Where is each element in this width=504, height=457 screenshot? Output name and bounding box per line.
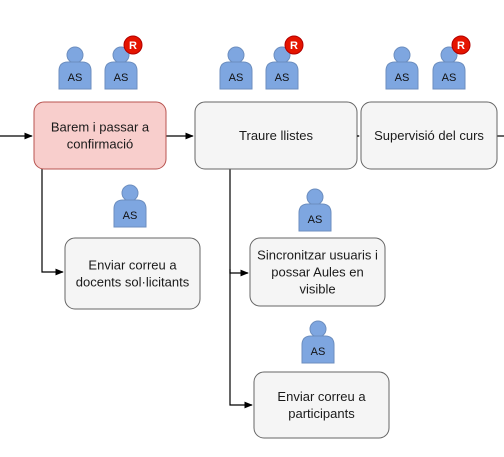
node-box — [194, 101, 358, 170]
responsible-badge-icon — [451, 35, 471, 55]
person-body-icon — [58, 61, 92, 90]
actor-correu-docents-6: AS — [113, 184, 147, 228]
person-body-icon — [265, 61, 299, 90]
node-label-line: Enviar correu a — [88, 258, 177, 273]
node-box — [64, 237, 201, 310]
node-correu-docents[interactable]: Enviar correu a docents sol·licitants — [64, 237, 201, 310]
actor-traure-3: AS R — [265, 35, 304, 90]
node-label-line: Sincronitzar usuaris i — [257, 248, 378, 263]
person-body-icon — [104, 61, 138, 90]
node-supervisio[interactable]: Supervisió del curs — [360, 101, 498, 170]
node-label-line: Barem i passar a — [51, 120, 150, 135]
responsible-badge-label: R — [457, 40, 465, 52]
responsible-badge-label: R — [290, 40, 298, 52]
responsible-badge-icon — [123, 35, 143, 55]
node-label-line: Supervisió del curs — [374, 128, 484, 143]
actor-label: AS — [68, 72, 83, 84]
actor-supervisio-4: AS — [385, 46, 419, 90]
node-box — [249, 237, 386, 307]
actor-label: AS — [114, 72, 129, 84]
person-body-icon — [385, 61, 419, 90]
node-label-line: Traure llistes — [239, 128, 313, 143]
node-label-line: participants — [288, 406, 355, 421]
person-body-icon — [298, 203, 332, 232]
nodes-layer: Barem i passar a confirmació Traure lliste… — [33, 101, 498, 439]
node-traure[interactable]: Traure llistes — [194, 101, 358, 170]
node-correu-participants[interactable]: Enviar correu a participants — [253, 371, 390, 439]
responsible-badge-icon — [284, 35, 304, 55]
node-box — [33, 101, 167, 170]
person-body-icon — [113, 199, 147, 228]
actor-barem-1: AS R — [104, 35, 143, 90]
actor-label: AS — [311, 346, 326, 358]
node-box — [360, 101, 498, 170]
person-head-icon — [393, 46, 411, 64]
node-sincronitzar[interactable]: Sincronitzar usuaris i possar Aules en vis… — [249, 237, 386, 307]
person-body-icon — [432, 61, 466, 90]
actors-layer: AS AS R AS AS R AS AS R AS AS AS — [58, 35, 471, 364]
actor-sincronitzar-7: AS — [298, 188, 332, 232]
actor-label: AS — [123, 210, 138, 222]
node-label-line: docents sol·licitants — [76, 275, 190, 290]
actor-supervisio-5: AS R — [432, 35, 471, 90]
edge-traure-to-participants — [229, 269, 253, 409]
person-head-icon — [306, 188, 324, 206]
node-barem[interactable]: Barem i passar a confirmació — [33, 101, 167, 170]
edge-barem-to-correu — [41, 169, 64, 276]
actor-label: AS — [308, 214, 323, 226]
node-label-line: Enviar correu a — [277, 389, 366, 404]
person-head-icon — [309, 320, 327, 338]
edges-layer — [0, 132, 504, 409]
node-label-line: possar Aules en — [271, 265, 364, 280]
actor-label: AS — [442, 72, 457, 84]
actor-label: AS — [275, 72, 290, 84]
person-head-icon — [121, 184, 139, 202]
responsible-badge-label: R — [129, 40, 137, 52]
actor-label: AS — [395, 72, 410, 84]
person-body-icon — [301, 335, 335, 364]
edge-traure-to-sincronitzar — [229, 169, 249, 277]
actor-traure-2: AS — [219, 46, 253, 90]
actor-correu-participants-8: AS — [301, 320, 335, 364]
actor-barem-0: AS — [58, 46, 92, 90]
node-box — [253, 371, 390, 439]
person-head-icon — [227, 46, 245, 64]
person-head-icon — [66, 46, 84, 64]
person-body-icon — [219, 61, 253, 90]
node-label-line: visible — [299, 282, 335, 297]
actor-label: AS — [229, 72, 244, 84]
node-label-line: confirmació — [67, 137, 133, 152]
